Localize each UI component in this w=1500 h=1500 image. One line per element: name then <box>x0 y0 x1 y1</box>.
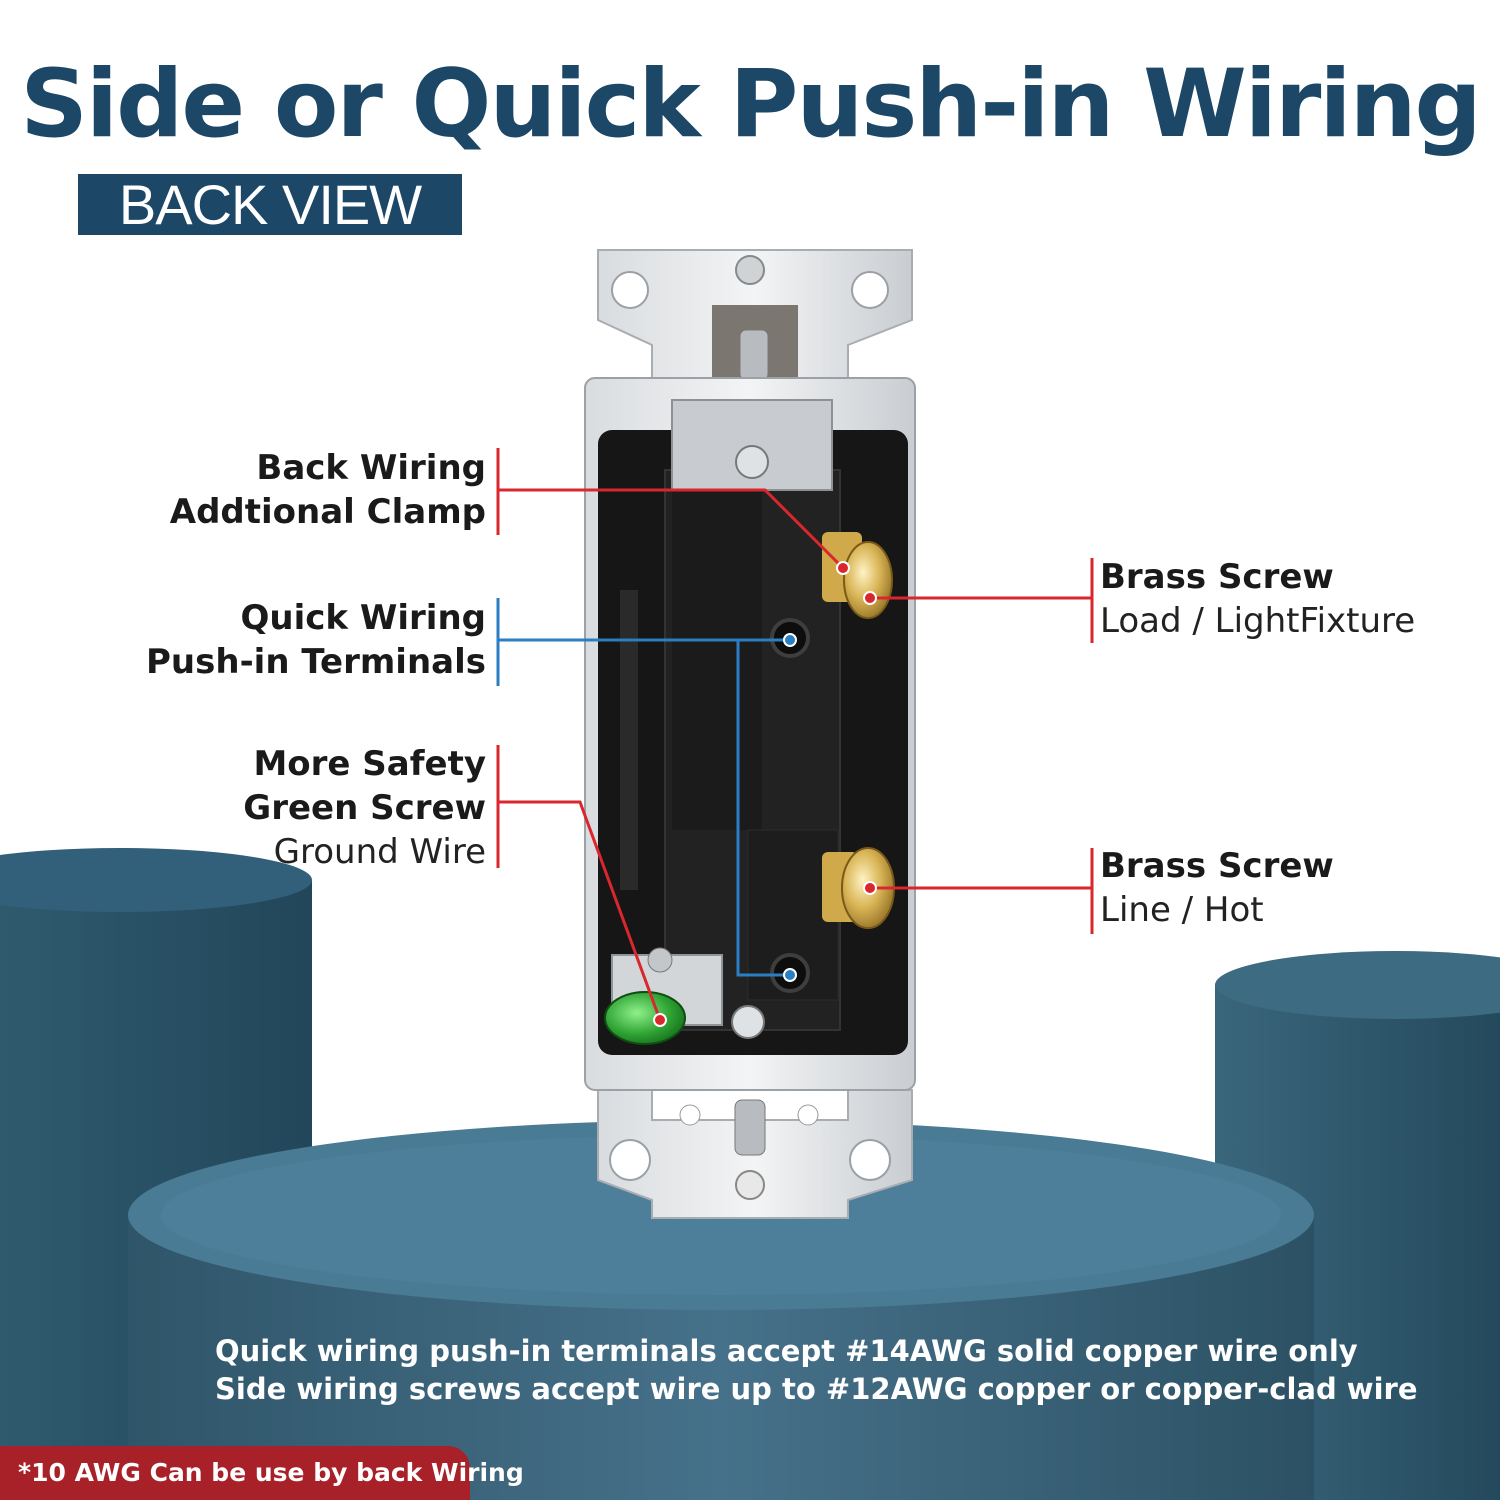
callout-quick-wiring-line2: Push-in Terminals <box>146 642 486 682</box>
view-badge: BACK VIEW <box>78 174 462 235</box>
callout-back-wiring: Back Wiring Addtional Clamp <box>170 446 486 534</box>
callout-quick-wiring: Quick Wiring Push-in Terminals <box>146 596 486 684</box>
callout-brass-load-title: Brass Screw <box>1100 557 1334 597</box>
awg-footer-tag: *10 AWG Can be use by back Wiring <box>0 1446 524 1500</box>
callout-back-wiring-line1: Back Wiring <box>256 448 486 488</box>
callout-brass-line: Brass Screw Line / Hot <box>1100 844 1334 932</box>
callout-back-wiring-line2: Addtional Clamp <box>169 492 486 532</box>
callout-brass-line-sub: Line / Hot <box>1100 890 1264 930</box>
note-line-1: Quick wiring push-in terminals accept #1… <box>215 1334 1358 1368</box>
page-title: Side or Quick Push-in Wiring <box>20 50 1482 159</box>
callout-green-screw-line1: More Safety <box>253 744 486 784</box>
wire-gauge-notes: Quick wiring push-in terminals accept #1… <box>215 1332 1418 1408</box>
callout-green-screw-line2: Green Screw <box>243 788 486 828</box>
callout-quick-wiring-line1: Quick Wiring <box>240 598 487 638</box>
callout-brass-load: Brass Screw Load / LightFixture <box>1100 555 1415 643</box>
note-line-2: Side wiring screws accept wire up to #12… <box>215 1372 1418 1406</box>
callout-brass-load-sub: Load / LightFixture <box>1100 601 1416 641</box>
pointer-lines <box>496 448 1094 1027</box>
callout-green-screw: More Safety Green Screw Ground Wire <box>243 742 486 874</box>
callout-green-screw-line3: Ground Wire <box>273 832 486 872</box>
switch-body <box>598 399 908 1126</box>
callout-brass-line-title: Brass Screw <box>1100 846 1334 886</box>
mounting-strap <box>597 249 913 1219</box>
